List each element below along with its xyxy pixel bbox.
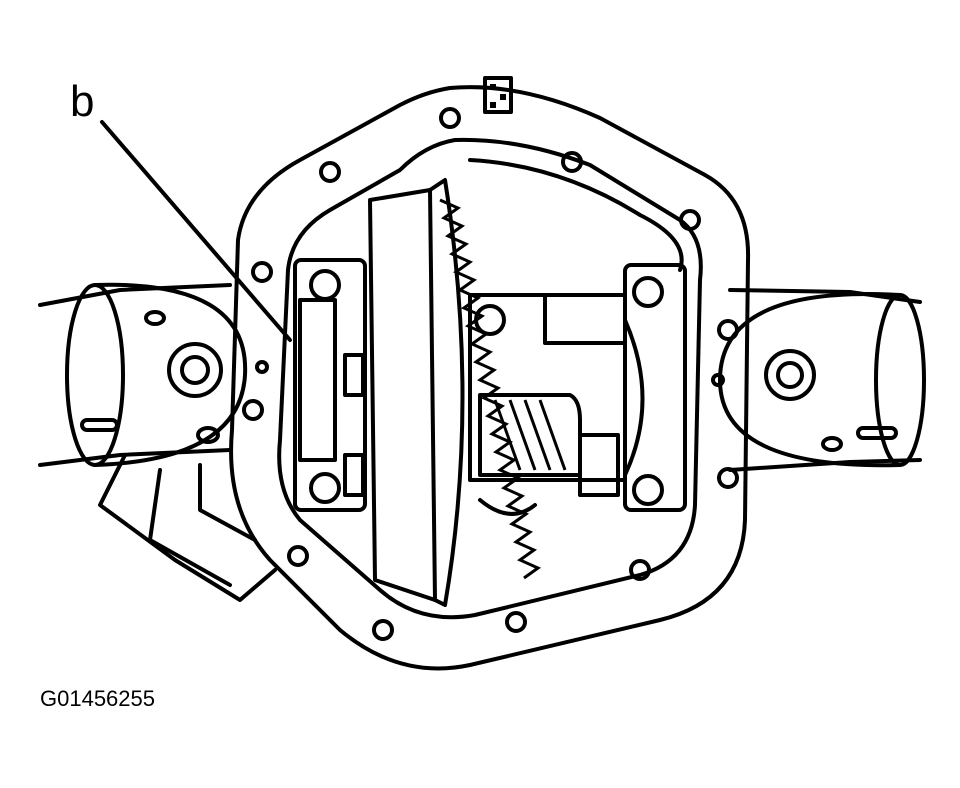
left-axle-tube — [38, 282, 248, 467]
left-bearing-cap — [293, 258, 367, 512]
figure-id: G01456255 — [40, 686, 155, 711]
callout-leader-line — [100, 120, 292, 342]
pinion-housing — [98, 453, 277, 602]
right-axle-tube — [718, 288, 926, 472]
right-bearing-cap — [623, 263, 687, 512]
vent-fitting — [483, 76, 513, 114]
callout-label-b: b — [70, 77, 95, 126]
ring-gear — [368, 178, 542, 607]
housing-flange — [229, 85, 751, 671]
differential-case — [468, 293, 627, 516]
